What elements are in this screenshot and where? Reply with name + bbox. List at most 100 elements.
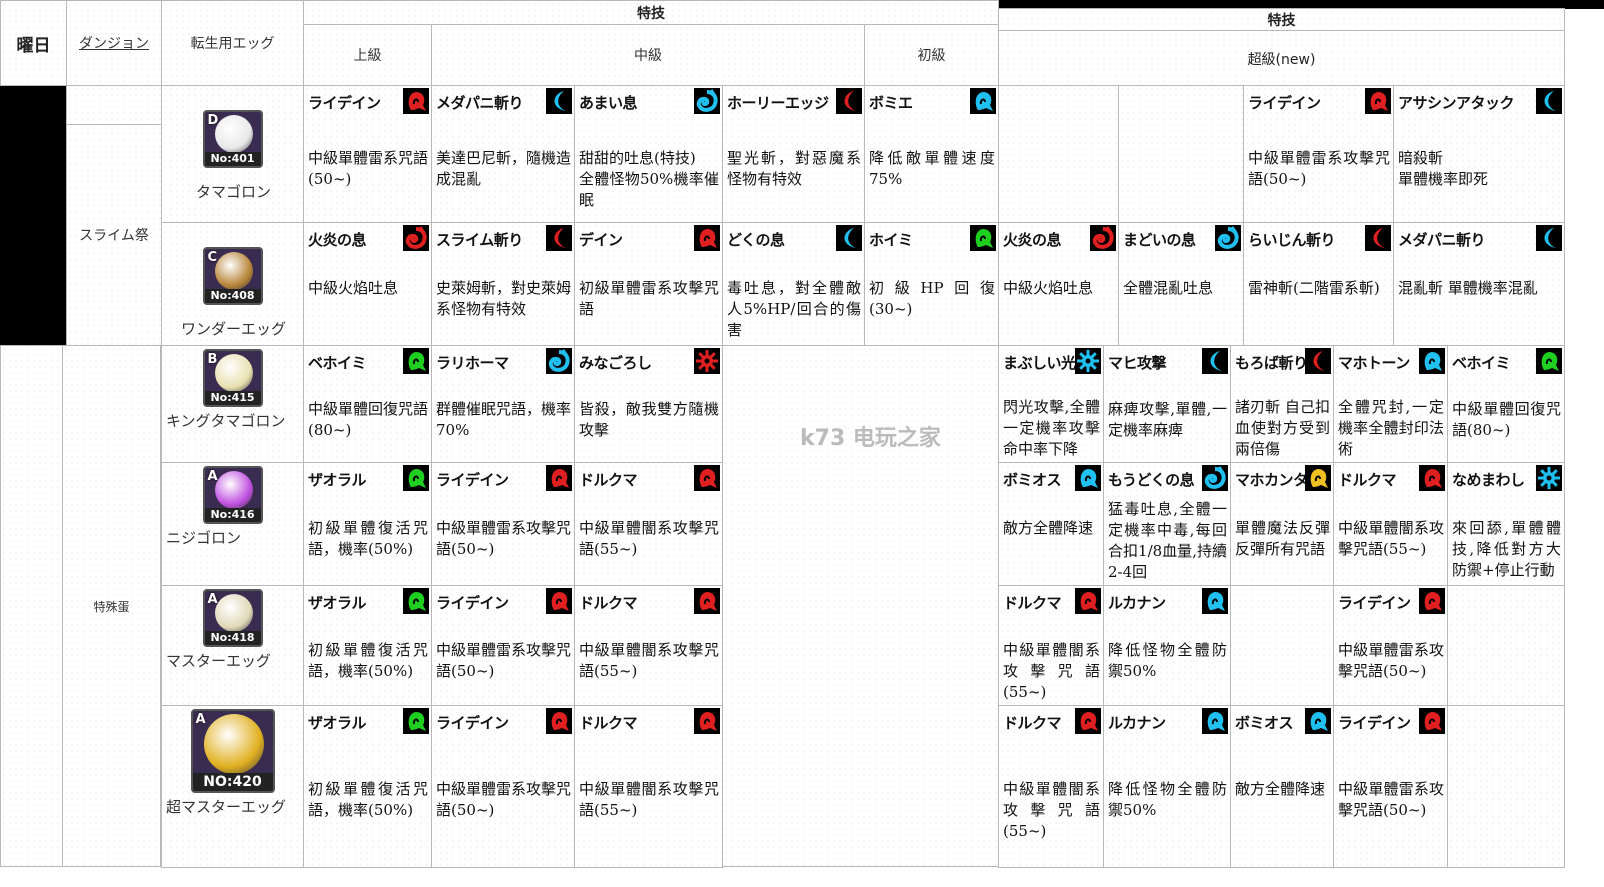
- skill-description: 混亂斬 單體機率混亂: [1398, 279, 1538, 298]
- skill-description: 初級單體復活咒語，機率(50%): [308, 641, 428, 680]
- watermark-logo: k73 电玩之家: [800, 426, 941, 451]
- skill-description: 中級單體雷系攻擊咒語(50~): [1248, 148, 1390, 188]
- skill-description: 敵方全體降速: [1003, 519, 1094, 538]
- skill-name: みなごろし: [579, 354, 652, 372]
- empty-cell: [1230, 585, 1334, 706]
- skill-cell: ザオラル 初級單體復活咒語，機率(50%): [303, 585, 432, 706]
- skill-cell: ボミオス 敵方全體降速: [998, 462, 1104, 586]
- skill-cell: まぶしい光 閃光攻擊,全體一定機率攻擊命中率下降: [998, 345, 1104, 463]
- skill-breath-icon: [1215, 225, 1241, 251]
- empty-cell: [1447, 705, 1565, 868]
- skill-name: デイン: [579, 231, 623, 249]
- skill-description: 皆殺，敵我雙方隨機攻擊: [579, 399, 719, 439]
- skill-cell: なめまわし 來回舔,單體體技,降低對方大防禦+停止行動: [1447, 462, 1565, 586]
- egg-number: No:418: [204, 631, 261, 645]
- skill-spell-icon: [1305, 708, 1331, 734]
- skill-spell-icon: [403, 708, 429, 734]
- skill-name: ザオラル: [308, 471, 367, 489]
- skill-slash-icon: [546, 88, 572, 114]
- skill-description: 全體咒封,一定機率全體封印法術: [1338, 398, 1444, 458]
- black-strip-top: [998, 0, 1604, 9]
- skill-cell: ドルクマ 中級單體闇系攻擊咒語(55~): [574, 705, 723, 868]
- skill-gear-icon: [1536, 465, 1562, 491]
- empty-cell: [1447, 585, 1565, 706]
- skill-description: 初級單體復活咒語，機率(50%): [308, 779, 428, 819]
- skill-spell-icon: [970, 88, 996, 114]
- skill-gear-icon: [694, 348, 720, 374]
- skill-cell: まどいの息 全體混亂吐息: [1118, 222, 1244, 346]
- skill-spell-icon: [694, 225, 720, 251]
- skill-name: ザオラル: [308, 714, 367, 732]
- skill-spell-icon: [1202, 588, 1228, 614]
- skill-spell-icon: [694, 465, 720, 491]
- skill-description: 美達巴尼斬，隨機造成混亂: [436, 148, 572, 188]
- skill-description: 暗殺斬 單體機率即死: [1398, 148, 1489, 188]
- skill-name: ライデイン: [1338, 714, 1411, 732]
- skill-name: もうどくの息: [1108, 471, 1195, 489]
- header-skills: 特技: [303, 0, 999, 25]
- right-header-super: 超級(new): [998, 30, 1565, 88]
- skill-description: 中級單體闇系攻擊咒語(55~): [579, 641, 719, 680]
- skill-spell-icon: [403, 348, 429, 374]
- right-header-skills: 特技: [998, 8, 1565, 31]
- skill-spell-icon: [1536, 348, 1562, 374]
- skill-spell-icon: [403, 588, 429, 614]
- skill-slash-icon: [836, 88, 862, 114]
- skill-breath-icon: [1090, 225, 1116, 251]
- header-egg: 転生用エッグ: [161, 0, 304, 86]
- skill-cell: ライデイン 中級單體雷系攻擊咒語(50~): [431, 585, 575, 706]
- skill-description: 中級單體闇系攻擊咒語(55~): [579, 519, 719, 559]
- skill-name: ドルクマ: [1338, 471, 1397, 489]
- skill-spell-icon: [546, 708, 572, 734]
- skill-description: 史萊姆斬，對史萊姆系怪物有特效: [436, 279, 572, 319]
- skill-name: ベホイミ: [308, 354, 367, 372]
- skill-gear-icon: [1075, 348, 1101, 374]
- skill-breath-icon: [694, 88, 720, 114]
- skill-breath-icon: [403, 225, 429, 251]
- group-slime-festival: スライム祭: [66, 124, 162, 346]
- egg-number: No:408: [204, 289, 261, 303]
- skill-cell: もうどくの息 猛毒吐息,全體一定機率中毒,每回合扣1/8血量,持續2-4回: [1103, 462, 1231, 586]
- egg-number: No:415: [204, 391, 261, 405]
- header-day: 曜日: [0, 0, 67, 86]
- skill-description: 初級單體復活咒語，機率(50%): [308, 519, 428, 559]
- skill-spell-icon: [1419, 588, 1445, 614]
- skill-description: 中級單體雷系攻擊咒語(50~): [1338, 779, 1444, 819]
- skill-cell: もろば斬り 諸刃斬 自己扣血使對方受到兩倍傷: [1230, 345, 1334, 463]
- skill-cell: ベホイミ 中級單體回復咒語(80~): [1447, 345, 1565, 463]
- dungeon-top-blank: [66, 85, 162, 125]
- skill-spell-icon: [1419, 708, 1445, 734]
- skill-description: 全體混亂吐息: [1123, 279, 1214, 298]
- skill-name: ルカナン: [1108, 714, 1166, 732]
- skill-cell: ラリホーマ 群體催眠咒語，機率70%: [431, 345, 575, 463]
- skill-description: 雷神斬(二階雷系斬): [1248, 279, 1380, 298]
- skill-cell: 火炎の息 中級火焰吐息: [998, 222, 1119, 346]
- skill-name: ボミオス: [1003, 471, 1062, 489]
- skill-spell-icon: [1075, 588, 1101, 614]
- skill-name: ライデイン: [1338, 594, 1411, 612]
- skill-description: 中級單體闇系攻擊咒語(55~): [1338, 519, 1444, 559]
- skill-name: ドルクマ: [579, 714, 638, 732]
- skill-description: 中級火焰吐息: [1003, 279, 1094, 298]
- header-dungeon: ダンジョン: [66, 0, 162, 86]
- skill-name: メダパニ斬り: [436, 94, 524, 112]
- skill-name: ボミエ: [869, 94, 913, 112]
- skill-cell: ボミオス 敵方全體降速: [1230, 705, 1334, 868]
- skill-slash-icon: [1305, 348, 1331, 374]
- skill-cell: メダパニ斬り 混亂斬 單體機率混亂: [1393, 222, 1565, 346]
- left-blank: [0, 345, 63, 867]
- skill-cell: ドルクマ 中級單體闇系攻擊咒語(55~): [998, 705, 1104, 868]
- skill-name: ボミオス: [1235, 714, 1294, 732]
- skill-cell: スライム斬り 史萊姆斬，對史萊姆系怪物有特效: [431, 222, 575, 346]
- skill-name: ドルクマ: [579, 471, 638, 489]
- skill-cell: ルカナン 降低怪物全體防禦50%: [1103, 585, 1231, 706]
- skill-name: ルカナン: [1108, 594, 1166, 612]
- skill-name: まぶしい光: [1003, 354, 1076, 372]
- skill-cell: ライデイン 中級單體雷系攻擊咒語(50~): [431, 705, 575, 868]
- skill-description: 敵方全體降速: [1235, 779, 1326, 798]
- skill-name: ライデイン: [436, 714, 509, 732]
- skill-description: 毒吐息，對全體敵人5%HP/回合的傷害: [727, 279, 861, 340]
